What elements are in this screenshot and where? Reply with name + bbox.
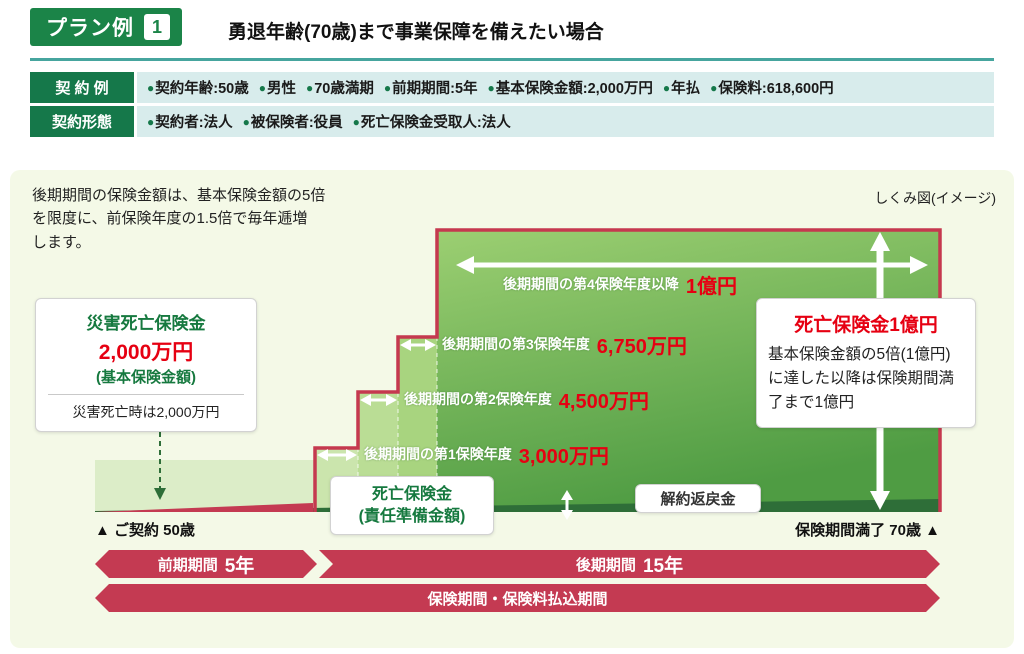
level-year4-row: 後期期間の第4保険年度以降 1億円 [450, 271, 790, 298]
death-benefit-box: 死亡保険金1億円 基本保険金額の5倍(1億円)に達した以降は保険期間満了まで1億… [756, 298, 976, 429]
late-period-value: 15年 [642, 555, 684, 577]
contract-example-row: 契 約 例 ●契約年齢:50歳●男性●70歳満期●前期期間:5年●基本保険金額:… [30, 72, 994, 103]
death-benefit-reserve-box: 死亡保険金 (責任準備金額) [330, 476, 494, 536]
plan-badge-label: プラン例 [46, 17, 134, 40]
level-year2-row: 後期期間の第2保険年度 4,500万円 [404, 386, 649, 413]
death-box-body: 基本保険金額の5倍(1億円)に達した以降は保険期間満了まで1億円 [768, 346, 955, 412]
accident-pointer-line [154, 432, 166, 500]
staircase-outline [313, 228, 942, 512]
whole-period-bar: 保険期間・保険料払込期間 [95, 584, 940, 612]
level-year4-label: 後期期間の第4保険年度以降 [503, 276, 679, 292]
scheme-diagram: 後期期間の保険金額は、基本保険金額の5倍 を限度に、前保険年度の1.5倍で毎年逓… [10, 170, 1014, 648]
reserve-box-line1: 死亡保険金 [371, 486, 452, 503]
scheme-caption: しくみ図(イメージ) [874, 190, 996, 206]
level-year3-amount: 6,750万円 [596, 335, 687, 358]
late-period-bar: 後期期間 15年 [319, 550, 940, 578]
early-period-bar: 前期期間 5年 [95, 550, 317, 578]
contract-form-row: 契約形態 ●契約者:法人●被保険者:役員●死亡保険金受取人:法人 [30, 106, 994, 137]
early-period-value: 5年 [224, 555, 255, 577]
level-year3-row: 後期期間の第3保険年度 6,750万円 [442, 331, 687, 358]
contract-form-label: 契約形態 [30, 106, 134, 137]
accident-box-note: 災害死亡時は2,000万円 [72, 404, 220, 420]
accident-box-subtitle: (基本保険金額) [96, 369, 196, 386]
plan-badge-number: 1 [144, 14, 170, 40]
surrender-value-box: 解約返戻金 [635, 484, 761, 513]
increase-rule-note: 後期期間の保険金額は、基本保険金額の5倍 を限度に、前保険年度の1.5倍で毎年逓… [32, 187, 326, 251]
page-title: 勇退年齢(70歳)まで事業保障を備えたい場合 [228, 22, 604, 43]
header-divider [30, 58, 994, 61]
whole-period-label: 保険期間・保険料払込期間 [427, 590, 608, 608]
axis-maturity-label: 保険期間満了 70歳 ▲ [795, 522, 940, 539]
contract-form-items: ●契約者:法人●被保険者:役員●死亡保険金受取人:法人 [137, 106, 994, 137]
accident-box-title: 災害死亡保険金 [86, 314, 206, 333]
contract-example-label: 契 約 例 [30, 72, 134, 103]
level-year2-label: 後期期間の第2保険年度 [404, 391, 552, 407]
late-period-label: 後期期間 [575, 556, 636, 574]
level-year2-amount: 4,500万円 [558, 390, 649, 413]
contract-example-items: ●契約年齢:50歳●男性●70歳満期●前期期間:5年●基本保険金額:2,000万… [137, 72, 994, 103]
level-year1-amount: 3,000万円 [518, 445, 609, 468]
accident-death-benefit-box: 災害死亡保険金 2,000万円 (基本保険金額) 災害死亡時は2,000万円 [35, 298, 257, 432]
early-period-label: 前期期間 [157, 556, 218, 574]
level-year3-label: 後期期間の第3保険年度 [442, 336, 590, 352]
axis-contract-start-label: ▲ ご契約 50歳 [95, 522, 195, 539]
accident-box-amount: 2,000万円 [98, 341, 194, 364]
accident-box-divider [48, 394, 244, 395]
level-year1-label: 後期期間の第1保険年度 [364, 446, 512, 462]
plan-example-badge: プラン例 1 [30, 8, 182, 46]
death-box-title: 死亡保険金1億円 [794, 315, 938, 336]
level-year4-amount: 1億円 [685, 275, 737, 298]
reserve-box-line2: (責任準備金額) [358, 507, 466, 525]
level-year1-row: 後期期間の第1保険年度 3,000万円 [364, 441, 609, 468]
